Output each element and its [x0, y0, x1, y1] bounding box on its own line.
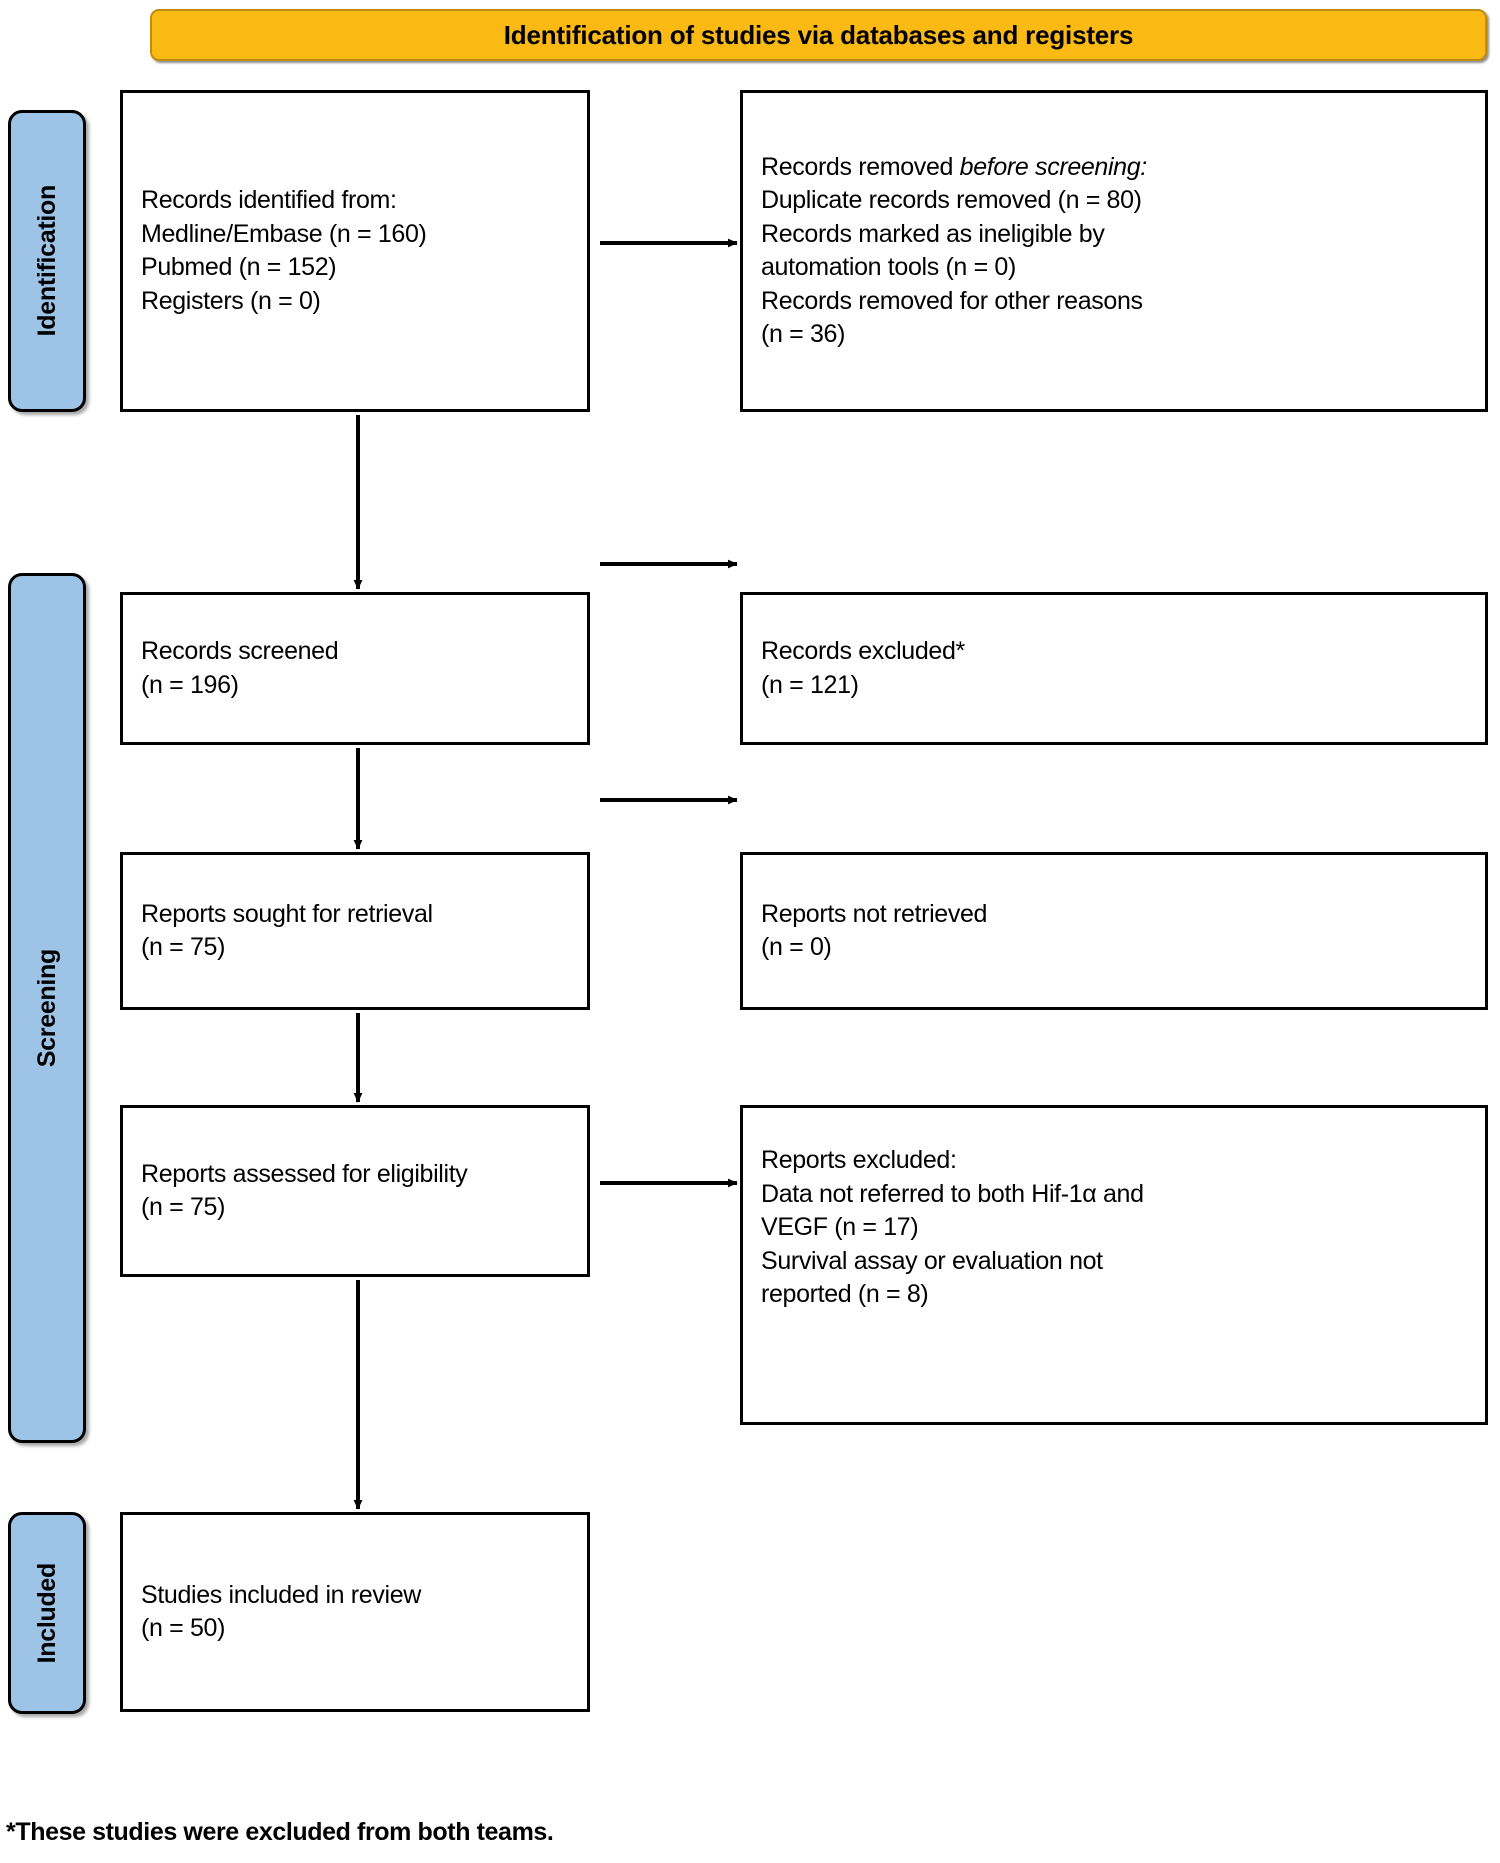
- records-removed-line-3: Records marked as ineligible by: [761, 219, 1105, 248]
- reports-excluded-line-4: Survival assay or evaluation not: [761, 1246, 1103, 1275]
- records-removed-line-6: (n = 36): [761, 320, 846, 348]
- banner-identification-header: Identification of studies via databases …: [150, 9, 1487, 61]
- records-removed-line-4: automation tools (n = 0): [761, 253, 1016, 281]
- reports-excluded-line-3: VEGF (n = 17): [761, 1213, 919, 1241]
- box-reports-not-retrieved: Reports not retrieved (n = 0): [740, 852, 1488, 1010]
- box-records-screened: Records screened (n = 196): [120, 592, 590, 745]
- records-identified-line-3: Pubmed (n = 152): [141, 253, 337, 281]
- records-identified-line-4: Registers (n = 0): [141, 286, 321, 315]
- studies-included-line-1: Studies included in review: [141, 1580, 421, 1609]
- box-reports-assessed-for-eligibility: Reports assessed for eligibility (n = 75…: [120, 1105, 590, 1277]
- records-screened-line-1: Records screened: [141, 637, 339, 665]
- stage-rail-label-included: Included: [32, 1562, 61, 1664]
- reports-excluded-line-1: Reports excluded:: [761, 1146, 957, 1174]
- records-excluded-line-2: (n = 121): [761, 670, 859, 699]
- reports-excluded-line-5: reported (n = 8): [761, 1280, 929, 1308]
- studies-included-line-2: (n = 50): [141, 1614, 226, 1642]
- box-records-excluded: Records excluded* (n = 121): [740, 592, 1488, 745]
- stage-rail-label-identification: Identification: [32, 185, 61, 337]
- stage-rail-screening: Screening: [8, 573, 86, 1443]
- stage-rail-identification: Identification: [8, 110, 86, 412]
- reports-assessed-line-1: Reports assessed for eligibility: [141, 1159, 468, 1188]
- reports-not-retrieved-line-1: Reports not retrieved: [761, 899, 988, 928]
- records-identified-line-2: Medline/Embase (n = 160): [141, 219, 427, 248]
- reports-assessed-line-2: (n = 75): [141, 1193, 226, 1221]
- reports-not-retrieved-line-2: (n = 0): [761, 933, 832, 961]
- stage-rail-included: Included: [8, 1512, 86, 1714]
- stage-rail-label-screening: Screening: [32, 948, 61, 1068]
- box-reports-sought-for-retrieval: Reports sought for retrieval (n = 75): [120, 852, 590, 1010]
- box-reports-excluded: Reports excluded: Data not referred to b…: [740, 1105, 1488, 1425]
- footnote-excluded-studies: *These studies were excluded from both t…: [6, 1818, 554, 1846]
- reports-sought-line-1: Reports sought for retrieval: [141, 899, 433, 928]
- records-removed-line-5: Records removed for other reasons: [761, 286, 1143, 315]
- box-studies-included-in-review: Studies included in review (n = 50): [120, 1512, 590, 1712]
- records-removed-line-1-plain: Records removed: [761, 152, 960, 181]
- banner-title: Identification of studies via databases …: [503, 19, 1134, 50]
- records-removed-line-1: Records removed before screening:: [761, 151, 1467, 185]
- records-excluded-line-1: Records excluded*: [761, 637, 965, 665]
- reports-sought-line-2: (n = 75): [141, 933, 226, 961]
- box-records-removed-before-screening: Records removed before screening: Duplic…: [740, 90, 1488, 412]
- reports-excluded-line-2: Data not referred to both Hif-1α and: [761, 1179, 1144, 1208]
- records-removed-line-2: Duplicate records removed (n = 80): [761, 186, 1142, 214]
- records-removed-line-1-italic: before screening:: [959, 152, 1148, 181]
- records-screened-line-2: (n = 196): [141, 670, 239, 699]
- box-records-identified: Records identified from: Medline/Embase …: [120, 90, 590, 412]
- records-identified-line-1: Records identified from:: [141, 186, 397, 214]
